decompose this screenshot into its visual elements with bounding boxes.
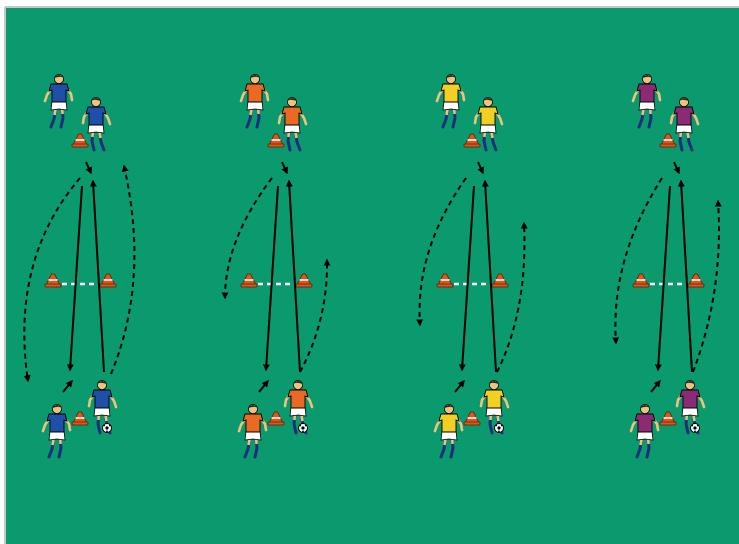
soccer-ball-icon bbox=[495, 424, 504, 433]
grass-field bbox=[5, 7, 739, 544]
soccer-ball-icon bbox=[299, 424, 308, 433]
soccer-ball-icon bbox=[103, 424, 112, 433]
soccer-ball-icon bbox=[691, 424, 700, 433]
